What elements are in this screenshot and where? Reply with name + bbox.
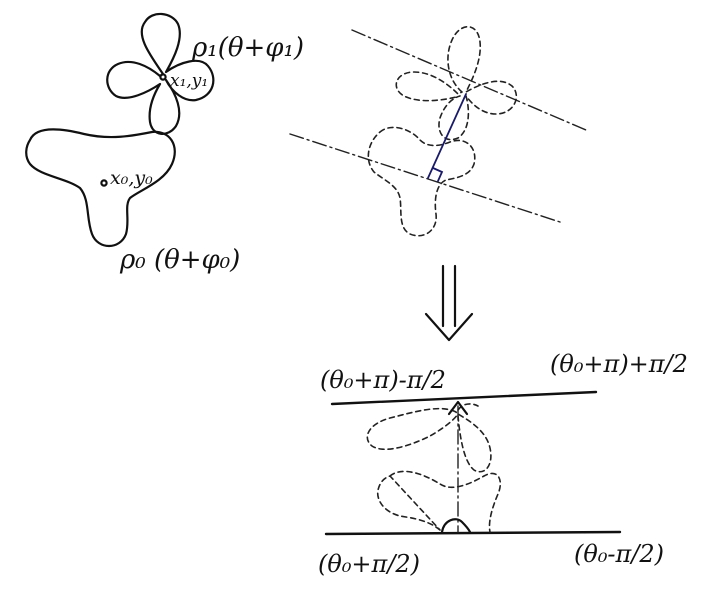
- right-angle-marker: [432, 167, 444, 182]
- blob-shape-rho0: [25, 128, 176, 248]
- label-xy1: x₁,y₁: [170, 71, 208, 91]
- label-top-left: (θ₀+π)-π/2: [320, 366, 446, 394]
- dashed-blob-normalized: [376, 470, 502, 533]
- dashed-petal-upper: [457, 403, 479, 411]
- rotated-configuration: [289, 25, 587, 237]
- label-bottom-right: (θ₀-π/2): [574, 540, 664, 568]
- shape-group-top-left: ρ₁(θ+φ₁) x₁,y₁ x₀,y₀ ρ₀ (θ+φ₀): [25, 12, 304, 275]
- boundary-line-bottom: [324, 530, 622, 536]
- label-bottom-left: (θ₀+π/2): [318, 550, 420, 578]
- flower-shape-rho1: [106, 12, 215, 135]
- label-top-right: (θ₀+π)+π/2: [550, 350, 688, 378]
- label-rho1: ρ₁(θ+φ₁): [191, 33, 304, 63]
- center-point-x1y1: [159, 73, 167, 81]
- label-rho0: ρ₀ (θ+φ₀): [119, 245, 240, 275]
- boundary-line-top: [330, 390, 598, 406]
- support-line-upper: [351, 29, 587, 131]
- center-point-x0y0: [100, 179, 108, 187]
- dashed-flower-normalized: [366, 407, 492, 473]
- normalized-configuration: (θ₀+π)-π/2 (θ₀+π)+π/2 (θ₀+π/2) (θ₀-π/2): [318, 350, 688, 578]
- label-xy0: x₀,y₀: [110, 167, 153, 189]
- double-down-arrow-icon: [424, 264, 474, 342]
- top-arrow-head: [447, 400, 469, 416]
- support-line-lower: [289, 133, 561, 223]
- dashed-blob-rotated: [367, 126, 476, 237]
- dashed-flower-rotated: [395, 25, 518, 141]
- connector-segment: [427, 93, 467, 179]
- right-angle-arc: [440, 518, 472, 534]
